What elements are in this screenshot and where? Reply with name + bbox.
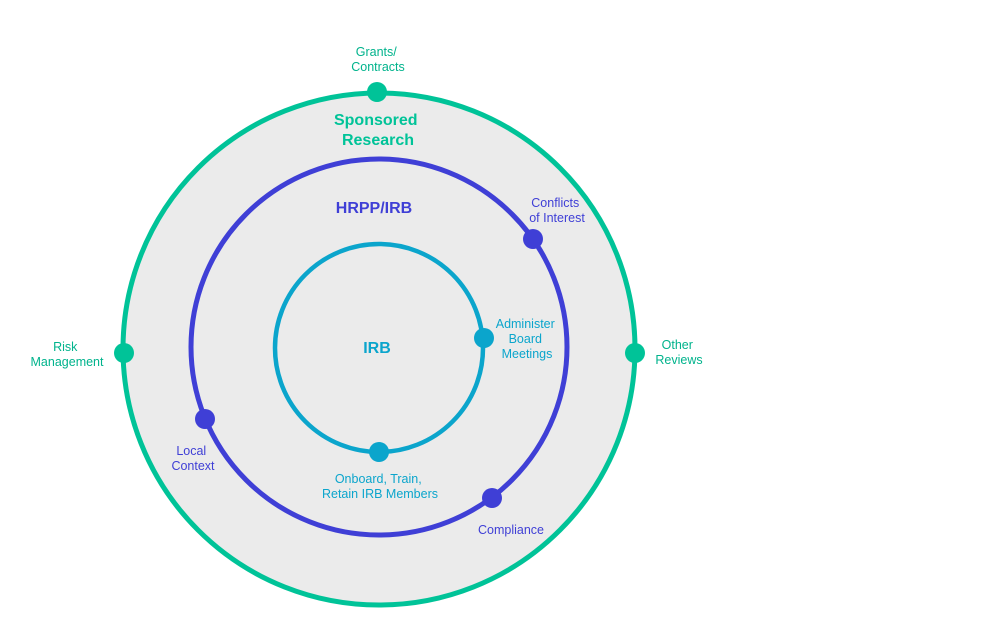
node-other-reviews bbox=[625, 343, 645, 363]
node-conflicts-of-interest bbox=[523, 229, 543, 249]
hrpp-irb-title: HRPP/IRB bbox=[336, 200, 412, 217]
label-grants-contracts: Grants/ Contracts bbox=[351, 45, 405, 74]
sponsored-research-title: Sponsored Research bbox=[334, 112, 422, 149]
label-compliance: Compliance bbox=[478, 523, 544, 537]
label-administer-board-meetings: Administer Board Meetings bbox=[496, 317, 559, 361]
node-compliance bbox=[482, 488, 502, 508]
label-conflicts-of-interest: Conflicts of Interest bbox=[529, 196, 585, 225]
node-risk-management bbox=[114, 343, 134, 363]
node-local-context bbox=[195, 409, 215, 429]
node-administer-board-meetings bbox=[474, 328, 494, 348]
node-onboard-train-retain bbox=[369, 442, 389, 462]
middle-ring-hrpp-irb bbox=[188, 156, 570, 538]
node-grants-contracts bbox=[367, 82, 387, 102]
label-local-context: Local Context bbox=[171, 444, 215, 473]
irb-title: IRB bbox=[363, 340, 391, 357]
label-risk-management: Risk Management bbox=[31, 340, 104, 369]
label-onboard-train-retain: Onboard, Train, Retain IRB Members bbox=[322, 472, 438, 501]
label-other-reviews: Other Reviews bbox=[655, 338, 702, 367]
